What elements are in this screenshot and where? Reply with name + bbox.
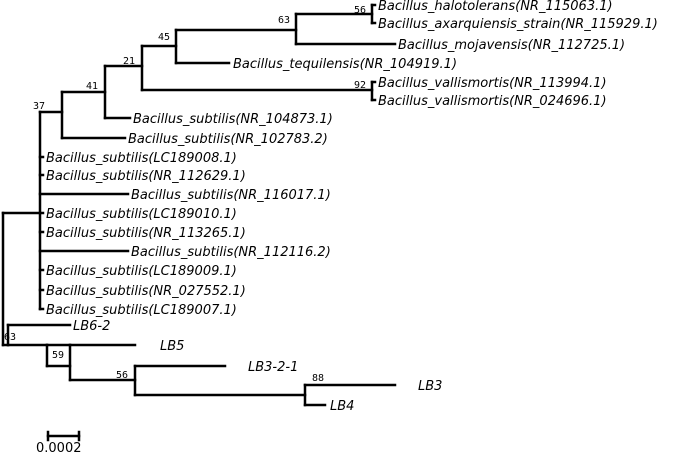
support-41: 41 — [86, 81, 98, 92]
taxon-label: LB6-2 — [73, 319, 110, 334]
taxon-label: Bacillus_subtilis(NR_112116.2) — [131, 245, 331, 260]
support-21-upper: 21 — [123, 56, 135, 67]
support-45-tequilensis: 45 — [158, 32, 170, 43]
taxon-label: LB5 — [160, 339, 184, 354]
bacillus-clade — [38, 110, 130, 311]
taxon-label: Bacillus_subtilis(NR_112629.1) — [46, 169, 246, 184]
clade-vallismortis — [370, 80, 377, 102]
taxon-label: Bacillus_subtilis(NR_104873.1) — [133, 112, 333, 127]
taxon-label: Bacillus_vallismortis(NR_113994.1) — [378, 76, 607, 91]
taxon-label: Bacillus_mojavensis(NR_112725.1) — [398, 38, 625, 53]
clade-88-lb3-lb4 — [303, 383, 397, 407]
taxon-label: Bacillus_subtilis(LC189009.1) — [46, 264, 237, 279]
taxon-label: LB3 — [418, 379, 442, 394]
taxon-label: Bacillus_vallismortis(NR_024696.1) — [378, 94, 607, 109]
clade-45 — [174, 28, 298, 65]
taxon-label: Bacillus_subtilis(NR_027552.1) — [46, 284, 246, 299]
support-88-lb3-lb4: 88 — [312, 373, 324, 384]
scale-bar-label: 0.0002 — [36, 441, 82, 453]
scale-bar: 0.0002 — [36, 430, 82, 453]
taxon-label: Bacillus_subtilis(NR_102783.2) — [128, 132, 328, 147]
clade-21 — [103, 64, 144, 120]
support-56-lb3: 56 — [116, 370, 128, 381]
support-92-vallismortis: 92 — [354, 80, 366, 91]
clade-41 — [60, 90, 127, 140]
clade-63-mojavensis — [294, 12, 397, 46]
clade-tequilensis-vallismortis — [140, 44, 374, 92]
taxon-label: Bacillus_subtilis(NR_113265.1) — [46, 226, 246, 241]
taxon-label: Bacillus_subtilis(LC189007.1) — [46, 303, 237, 318]
clade-59 — [45, 343, 137, 382]
taxon-label: LB4 — [330, 399, 354, 414]
taxon-label: Bacillus_tequilensis(NR_104919.1) — [233, 57, 457, 72]
taxon-label: Bacillus_subtilis(LC189008.1) — [46, 151, 237, 166]
lb-clade — [6, 323, 72, 347]
clade-56-lb3 — [133, 364, 307, 397]
support-37-bacillus: 37 — [33, 101, 45, 112]
support-56-halotolerans: 56 — [354, 5, 366, 16]
taxon-label: Bacillus_subtilis(NR_116017.1) — [131, 188, 331, 203]
support-63-lb: 63 — [4, 332, 16, 343]
taxon-label: Bacillus_subtilis(LC189010.1) — [46, 207, 237, 222]
taxon-label: Bacillus_axarquiensis_strain(NR_115929.1… — [378, 17, 658, 32]
support-59-lb5: 59 — [52, 350, 64, 361]
taxon-label: LB3-2-1 — [248, 360, 298, 375]
taxon-label: Bacillus_halotolerans(NR_115063.1) — [378, 0, 613, 14]
clade-halotolerans — [370, 3, 377, 25]
support-63-mojavensis: 63 — [278, 15, 290, 26]
